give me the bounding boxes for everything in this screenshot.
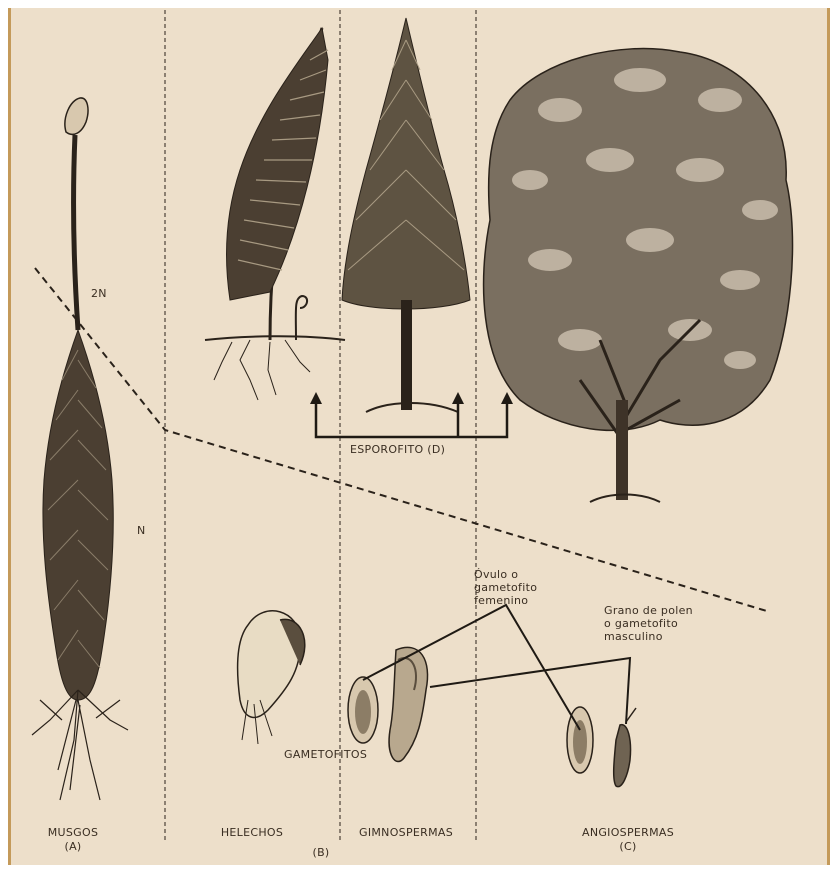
moss-capsule [65, 98, 88, 134]
label-gametofitos: GAMETOFITOS [284, 748, 367, 761]
moss-seta [73, 135, 78, 330]
fern-sporophyte [205, 28, 345, 400]
gymnosperm-gametophytes [348, 647, 428, 761]
label-ovulo: Óvulo o gametofito femenino [474, 568, 537, 607]
label-n: N [137, 524, 146, 537]
moss-plant [32, 98, 128, 800]
label-polen: Grano de polen o gametofito masculino [604, 604, 693, 643]
moss-rhizoids [32, 690, 128, 800]
angiosperm-pollen [614, 725, 631, 787]
label-esporofito: ESPOROFITO (D) [350, 443, 445, 456]
label-2n: 2N [91, 287, 107, 300]
group-b-letter: (B) [312, 846, 329, 859]
group-musgos-letter: (A) [64, 840, 81, 853]
fern-gametophyte [238, 611, 305, 744]
group-angiospermas-letter: (C) [619, 840, 636, 853]
angiosperm-tree [484, 49, 793, 502]
conifer-sporophyte [342, 18, 470, 412]
group-gimnospermas-name: GIMNOSPERMAS [359, 826, 453, 839]
group-angiospermas-name: ANGIOSPERMAS [582, 826, 674, 839]
gymnosperm-pollen [389, 647, 427, 761]
group-helechos-name: HELECHOS [221, 826, 283, 839]
group-musgos-name: MUSGOS [48, 826, 99, 839]
